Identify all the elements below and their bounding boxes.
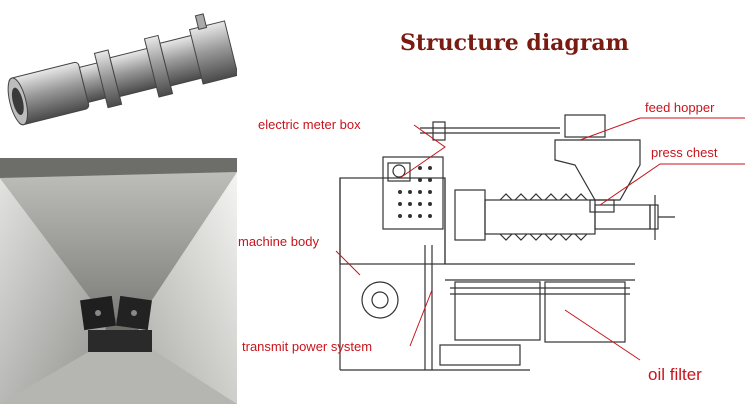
hopper-top: [564, 114, 606, 138]
oil-filter-tank: [544, 281, 626, 343]
label-feed-hopper: feed hopper: [645, 100, 715, 115]
transmit-power-callout: [409, 289, 433, 347]
feed-hopper-callout: [579, 117, 745, 141]
pressure-gauge: [361, 281, 399, 319]
label-machine-body: machine body: [238, 234, 319, 249]
press-shaft-photo: [0, 0, 237, 130]
motor-housing: [454, 281, 541, 341]
label-press-chest: press chest: [651, 145, 718, 160]
machine-body-callout: [335, 250, 361, 276]
hopper-illustration: [0, 158, 237, 404]
electric-meter-box-callout: [399, 124, 446, 179]
label-electric-meter-box: electric meter box: [258, 117, 361, 132]
press-chest-callout: [599, 163, 745, 206]
label-oil-filter: oil filter: [648, 365, 702, 384]
diagram-title: Structure diagram: [400, 30, 629, 56]
press-shaft-illustration: [7, 13, 237, 126]
feed-hopper-shape: [554, 139, 641, 201]
electric-meter-box-shape: [382, 156, 444, 230]
oil-filter-callout: [564, 309, 641, 361]
feed-hopper-photo: [0, 158, 237, 404]
label-transmit-power-system: transmit power system: [242, 339, 373, 354]
press-chest-shape: [484, 199, 596, 235]
